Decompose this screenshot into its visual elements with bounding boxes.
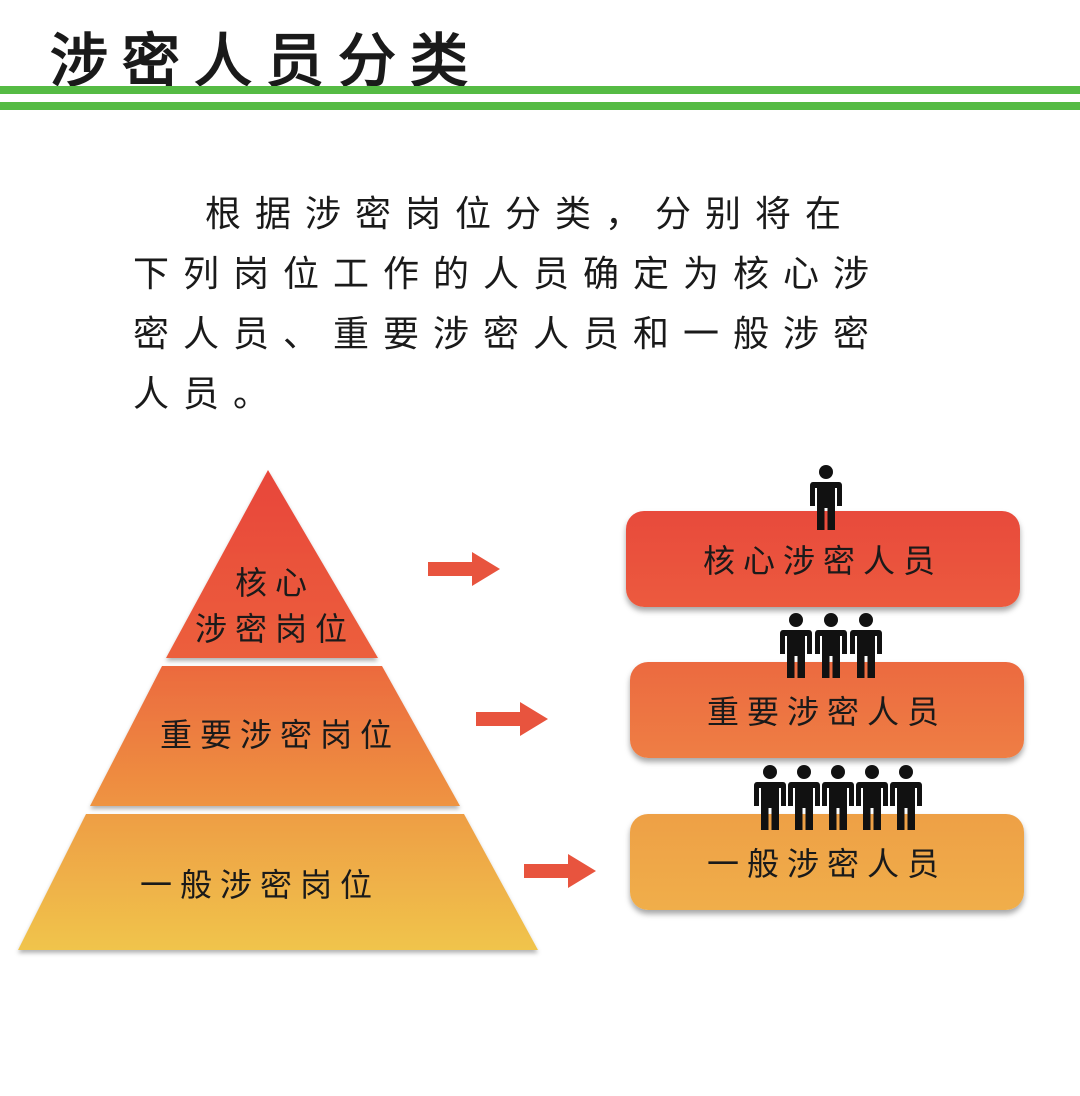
arrow-right-icon (524, 854, 596, 888)
pyramid-label-important: 重要涉密岗位 (159, 716, 400, 754)
person-icon (810, 465, 842, 530)
pyramid-label-core: 核心 涉密岗位 (194, 564, 355, 648)
person-icon (822, 765, 854, 830)
header-rule-top (0, 86, 1080, 94)
person-icon (850, 613, 882, 678)
person-icon (815, 613, 847, 678)
person-icon (890, 765, 922, 830)
intro-paragraph: 根据涉密岗位分类，分别将在下列岗位工作的人员确定为核心涉密人员、重要涉密人员和一… (133, 194, 884, 415)
person-icon (780, 613, 812, 678)
personnel-label-general: 一般涉密人员 (706, 845, 947, 883)
pyramid (18, 470, 538, 950)
arrow-right-icon (476, 702, 548, 736)
person-group-important (780, 613, 882, 678)
person-group-core (810, 465, 842, 530)
person-icon (856, 765, 888, 830)
person-group-general (754, 765, 922, 830)
person-icon (788, 765, 820, 830)
pyramid-tier-core (166, 470, 378, 658)
header-rule-bottom (0, 102, 1080, 110)
pyramid-label-general: 一般涉密岗位 (139, 866, 380, 904)
personnel-label-important: 重要涉密人员 (706, 693, 947, 731)
person-icon (754, 765, 786, 830)
pyramid-tier-general (18, 814, 538, 950)
personnel-label-core: 核心涉密人员 (702, 542, 943, 580)
arrow-right-icon (428, 552, 500, 586)
personnel-box-general: 一般涉密人员 (630, 814, 1024, 910)
pyramid-tier-important (90, 666, 460, 806)
page-title: 涉密人员分类 (50, 27, 483, 95)
